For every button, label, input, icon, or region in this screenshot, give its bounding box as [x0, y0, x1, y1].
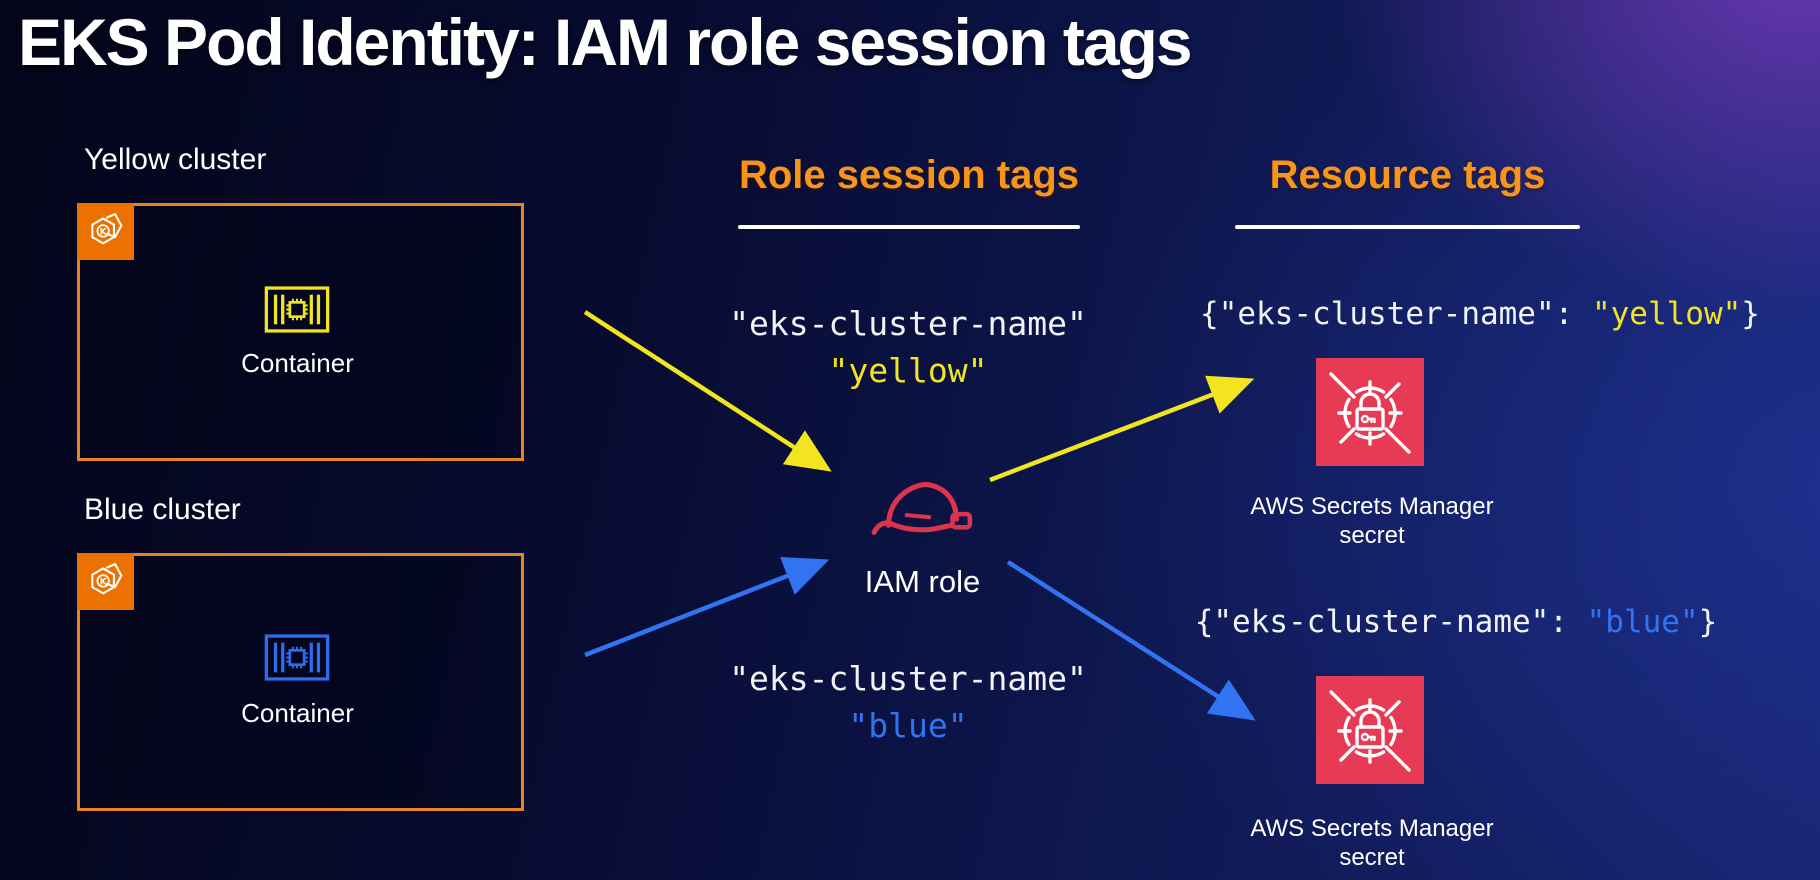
eks-kubernetes-icon: K: [83, 556, 129, 607]
yellow-cluster-label: Yellow cluster: [84, 143, 267, 176]
secret-label-line1: AWS Secrets Manager: [1250, 815, 1494, 842]
resource-tags-heading: Resource tags: [1269, 153, 1546, 197]
page-title: EKS Pod Identity: IAM role session tags: [18, 5, 1193, 79]
session-tag-value: "yellow": [828, 351, 988, 390]
session-tag-key: "eks-cluster-name": [729, 304, 1087, 343]
secret-label-line1: AWS Secrets Manager: [1250, 493, 1494, 520]
container-chip-icon: [264, 286, 330, 333]
resource-tag-prefix: {"eks-cluster-name":: [1194, 604, 1587, 640]
blue-cluster-eks-badge: K: [77, 553, 134, 610]
resource-tag-suffix: }: [1741, 296, 1760, 332]
eks-kubernetes-icon: K: [83, 206, 129, 257]
secret-label-line2: secret: [1339, 844, 1405, 871]
session-tag-key: "eks-cluster-name": [729, 659, 1087, 698]
resource-tags-underline: [1235, 225, 1580, 229]
secrets-manager-lock-icon: [1316, 358, 1424, 466]
hard-hat-icon: [866, 468, 978, 553]
resource-tag-value: "yellow": [1591, 296, 1742, 332]
arrow-iam-to-yellow-secret: [989, 375, 1255, 483]
svg-text:K: K: [99, 577, 106, 587]
secret-label-line2: secret: [1339, 522, 1405, 549]
blue-container-label: Container: [241, 698, 354, 728]
yellow-cluster-eks-badge: K: [77, 203, 134, 260]
resource-tag-prefix: {"eks-cluster-name":: [1200, 296, 1592, 332]
role-session-tags-heading: Role session tags: [738, 153, 1080, 197]
blue-secret-label: AWS Secrets Manager secret: [1222, 814, 1522, 872]
arrow-blue-cluster-to-iam: [584, 557, 830, 658]
container-chip-icon: [264, 634, 330, 681]
resource-tag-suffix: }: [1698, 604, 1718, 640]
svg-text:K: K: [99, 227, 106, 237]
session-tag-yellow: "eks-cluster-name" "yellow": [698, 300, 1118, 394]
yellow-container-label: Container: [241, 348, 354, 378]
yellow-secret-label: AWS Secrets Manager secret: [1222, 492, 1522, 550]
session-tag-blue: "eks-cluster-name" "blue": [698, 655, 1118, 749]
resource-tag-blue: {"eks-cluster-name": "blue"}: [1156, 604, 1756, 640]
blue-cluster-box: [77, 553, 524, 811]
resource-tag-value: "blue": [1586, 604, 1699, 640]
session-tag-value: "blue": [848, 706, 968, 745]
role-session-tags-underline: [738, 225, 1080, 229]
iam-role-label: IAM role: [864, 564, 981, 599]
secrets-manager-lock-icon: [1316, 676, 1424, 784]
blue-cluster-label: Blue cluster: [84, 493, 241, 526]
resource-tag-yellow: {"eks-cluster-name": "yellow"}: [1180, 296, 1780, 332]
